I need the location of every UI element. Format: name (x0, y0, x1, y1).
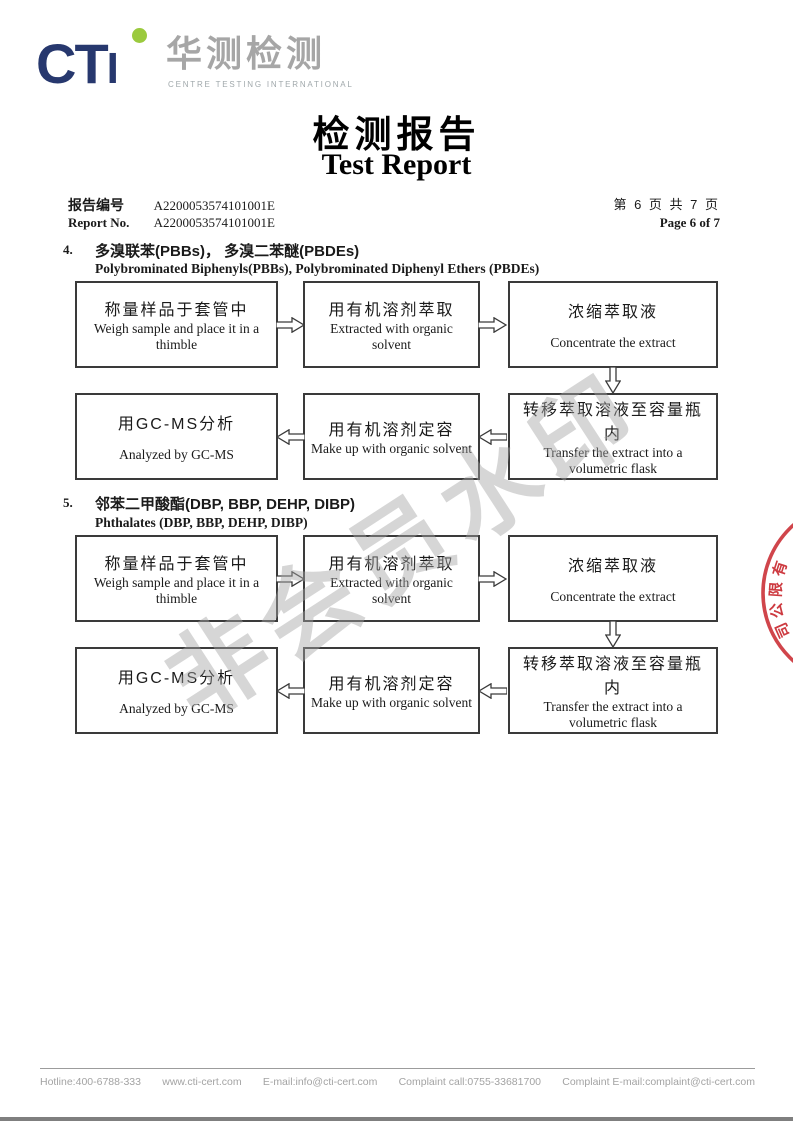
arrow-left-icon (478, 429, 507, 445)
arrow-left-icon (478, 683, 507, 699)
footer-complaint-call: Complaint call:0755-33681700 (398, 1076, 541, 1088)
flow-step-makeup-cn: 用有机溶剂定容 (328, 422, 455, 440)
report-no-value-en: A2200053574101001E (153, 215, 275, 230)
flow-step-weigh-sample-en: Weigh sample and place it in a thimble (93, 321, 260, 352)
section-5-heading: 5. 邻苯二甲酸酯(DBP, BBP, DEHP, DIBP) (63, 493, 355, 514)
flow-step-analyze-en: Analyzed by GC-MS (119, 447, 234, 463)
flowchart-pbbs-pbdes: 称量样品于套管中 Weigh sample and place it in a … (0, 281, 793, 480)
arrow-left-icon (276, 429, 305, 445)
flow-step-transfer-en: Transfer the extract into a volumetric f… (543, 699, 683, 730)
flow-step-transfer-cn: 转移萃取溶液至容量瓶内 (522, 656, 703, 698)
flow-step-concentrate: 浓缩萃取液 Concentrate the extract (508, 535, 718, 622)
footer-complaint-email: Complaint E-mail:complaint@cti-cert.com (562, 1076, 755, 1088)
flow-step-extract-en: Extracted with organic solvent (330, 575, 453, 606)
flow-step-weigh-sample: 称量样品于套管中 Weigh sample and place it in a … (75, 281, 278, 368)
report-no-value-cn: A2200053574101001E (153, 198, 275, 213)
flow-step-transfer-en: Transfer the extract into a volumetric f… (543, 445, 683, 476)
arrow-left-icon (276, 683, 305, 699)
page-info-en: Page 6 of 7 (659, 215, 720, 230)
cti-logo-chinese-name: 华测检测 (166, 33, 327, 74)
flow-step-concentrate-en: Concentrate the extract (550, 589, 676, 605)
flow-step-makeup-en: Make up with organic solvent (311, 695, 472, 711)
flow-step-makeup-cn: 用有机溶剂定容 (328, 676, 455, 694)
page-info: 第 6 页 共 7 页 Page 6 of 7 (613, 196, 720, 232)
flow-step-transfer: 转移萃取溶液至容量瓶内 Transfer the extract into a … (508, 647, 718, 734)
flow-step-extract-cn: 用有机溶剂萃取 (328, 302, 455, 320)
section-4-number: 4. (63, 242, 73, 257)
arrow-right-icon (478, 317, 507, 333)
report-no-row-cn: 报告编号 A2200053574101001E (68, 196, 275, 214)
cti-logo-text: CTI (36, 32, 119, 95)
section-5-title-en: Phthalates (DBP, BBP, DEHP, DIBP) (95, 515, 308, 530)
report-meta: 报告编号 A2200053574101001E Report No. A2200… (68, 196, 275, 232)
section-4-heading: 4. 多溴联苯(PBBs)， 多溴二苯醚(PBDEs) (63, 240, 359, 261)
flow-step-weigh-sample-cn: 称量样品于套管中 (104, 556, 249, 574)
report-no-row-en: Report No. A2200053574101001E (68, 214, 275, 232)
flow-step-concentrate-cn: 浓缩萃取液 (567, 558, 658, 576)
flow-step-makeup: 用有机溶剂定容 Make up with organic solvent (303, 647, 480, 734)
flow-step-concentrate: 浓缩萃取液 Concentrate the extract (508, 281, 718, 368)
footer-website: www.cti-cert.com (162, 1076, 242, 1088)
report-title-en: Test Report (321, 148, 472, 181)
footer-divider (40, 1068, 755, 1069)
section-4-title-en: Polybrominated Biphenyls(PBBs), Polybrom… (95, 261, 540, 276)
arrow-right-icon (276, 571, 305, 587)
arrow-down-icon (605, 621, 621, 648)
section-5-number: 5. (63, 495, 73, 510)
flow-step-extract-cn: 用有机溶剂萃取 (328, 556, 455, 574)
flow-step-analyze-cn: 用GC-MS分析 (117, 670, 236, 688)
footer-email: E-mail:info@cti-cert.com (262, 1076, 378, 1088)
section-5-title-cn: 邻苯二甲酸酯(DBP, BBP, DEHP, DIBP) (95, 496, 356, 513)
cti-logo-subtitle: CENTRE TESTING INTERNATIONAL (168, 80, 354, 89)
flow-step-analyze-cn: 用GC-MS分析 (117, 416, 236, 434)
flow-step-concentrate-cn: 浓缩萃取液 (567, 304, 658, 322)
flow-step-analyze: 用GC-MS分析 Analyzed by GC-MS (75, 647, 278, 734)
cti-logo-green-dot-icon (132, 28, 147, 43)
page-bottom-edge (0, 1117, 793, 1121)
report-no-label-en: Report No. (68, 215, 130, 230)
flow-step-extract: 用有机溶剂萃取 Extracted with organic solvent (303, 281, 480, 368)
flow-step-extract-en: Extracted with organic solvent (330, 321, 453, 352)
arrow-down-icon (605, 367, 621, 394)
footer-contact-bar: Hotline:400-6788-333 www.cti-cert.com E-… (40, 1076, 755, 1088)
flow-step-weigh-sample-cn: 称量样品于套管中 (104, 302, 249, 320)
flow-step-transfer-cn: 转移萃取溶液至容量瓶内 (522, 402, 703, 444)
page-info-cn: 第 6 页 共 7 页 (613, 197, 720, 212)
arrow-right-icon (276, 317, 305, 333)
flow-step-analyze-en: Analyzed by GC-MS (119, 701, 234, 717)
flow-step-transfer: 转移萃取溶液至容量瓶内 Transfer the extract into a … (508, 393, 718, 480)
report-no-label-cn: 报告编号 (68, 197, 124, 213)
flow-step-makeup: 用有机溶剂定容 Make up with organic solvent (303, 393, 480, 480)
flow-step-concentrate-en: Concentrate the extract (550, 335, 676, 351)
flow-step-weigh-sample-en: Weigh sample and place it in a thimble (93, 575, 260, 606)
section-4-title-cn: 多溴联苯(PBBs)， 多溴二苯醚(PBDEs) (95, 243, 360, 260)
report-title-cn: 检测报告 (312, 115, 481, 156)
flow-step-makeup-en: Make up with organic solvent (311, 441, 472, 457)
flow-step-weigh-sample: 称量样品于套管中 Weigh sample and place it in a … (75, 535, 278, 622)
flowchart-phthalates: 称量样品于套管中 Weigh sample and place it in a … (0, 535, 793, 734)
flow-step-analyze: 用GC-MS分析 Analyzed by GC-MS (75, 393, 278, 480)
footer-hotline: Hotline:400-6788-333 (40, 1076, 141, 1088)
arrow-right-icon (478, 571, 507, 587)
flow-step-extract: 用有机溶剂萃取 Extracted with organic solvent (303, 535, 480, 622)
